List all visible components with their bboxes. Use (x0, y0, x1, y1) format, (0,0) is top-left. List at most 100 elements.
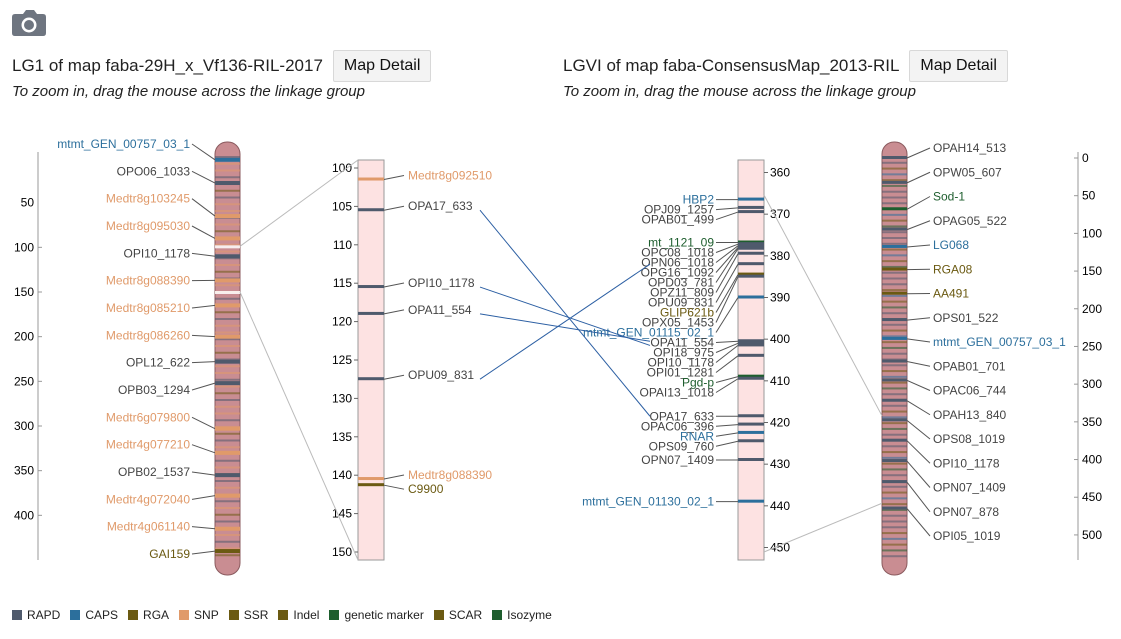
right-zoom-marker[interactable] (738, 205, 764, 209)
left-chrom-band (215, 196, 240, 199)
right-chrom-marker[interactable] (882, 267, 907, 271)
left-zoom-marker[interactable] (358, 477, 384, 481)
right-zoom-chromosome[interactable] (737, 159, 765, 561)
right-zoom-marker[interactable] (738, 353, 764, 357)
correspondence-line (479, 313, 651, 342)
left-zoom-marker[interactable] (358, 177, 384, 181)
right-zoom-marker[interactable] (738, 295, 764, 299)
left-zoom-chromosome[interactable] (357, 159, 385, 561)
legend-label: RAPD (27, 608, 61, 622)
left-chrom-marker[interactable] (215, 303, 240, 308)
left-chrom-marker-label: OPB03_1294 (118, 383, 190, 397)
right-zoom-marker[interactable] (738, 242, 764, 246)
right-chrom-axis-label: 200 (1082, 302, 1102, 316)
right-zoom-marker[interactable] (738, 272, 764, 276)
linkage-map-visualization[interactable]: 10015020025030035040050mtmt_GEN_00757_03… (0, 0, 1121, 600)
left-map-detail-button[interactable]: Map Detail (332, 50, 432, 82)
right-chrom-band (882, 202, 907, 205)
left-zoom-leader-line (383, 309, 405, 315)
right-zoom-leader-line (715, 340, 739, 343)
right-zoom-marker[interactable] (738, 341, 764, 345)
right-chrom-marker[interactable] (882, 459, 907, 463)
right-zoom-marker[interactable] (738, 210, 764, 214)
left-chrom-marker[interactable] (215, 493, 240, 498)
right-chrom-band (882, 237, 907, 239)
left-chrom-marker[interactable] (215, 278, 240, 283)
left-zoom-tick-label: 125 (332, 353, 352, 367)
right-zoom-marker[interactable] (738, 374, 764, 378)
right-zoom-marker[interactable] (738, 251, 764, 255)
right-zoom-marker[interactable] (738, 240, 764, 244)
left-chrom-leader-line (191, 334, 216, 338)
right-zoom-marker[interactable] (738, 243, 764, 247)
right-chrom-band (882, 491, 907, 494)
right-chrom-marker[interactable] (882, 227, 907, 231)
right-zoom-marker[interactable] (738, 343, 764, 347)
right-chrom-marker[interactable] (882, 336, 907, 340)
left-chrom-marker[interactable] (215, 181, 240, 186)
left-chrom-marker[interactable] (215, 214, 240, 219)
right-zoom-marker-label: OPA11_554 (650, 336, 714, 350)
left-zoom-marker-label: OPA17_633 (408, 199, 473, 213)
left-chrom-marker[interactable] (215, 526, 240, 531)
right-chrom-marker[interactable] (882, 438, 907, 442)
right-chrom-marker[interactable] (882, 244, 907, 248)
left-chrom-marker[interactable] (215, 426, 240, 431)
left-chrom-leader-line (191, 444, 216, 454)
right-zoom-marker[interactable] (738, 439, 764, 443)
legend-label: SNP (194, 608, 219, 622)
left-zoom-marker[interactable] (358, 208, 384, 212)
legend-swatch (12, 610, 22, 620)
left-chrom-marker-label: Medtr4g072040 (106, 492, 190, 506)
right-zoom-marker[interactable] (738, 197, 764, 201)
right-zoom-marker[interactable] (738, 414, 764, 418)
right-zoom-marker[interactable] (738, 430, 764, 434)
right-zoom-marker[interactable] (738, 376, 764, 380)
right-chrom-marker[interactable] (882, 318, 907, 322)
right-zoom-marker[interactable] (738, 262, 764, 266)
left-chrom-marker[interactable] (215, 334, 240, 339)
left-chrom-marker[interactable] (215, 254, 240, 259)
camera-icon[interactable] (12, 10, 46, 36)
left-chrom-marker[interactable] (215, 450, 240, 455)
right-zoom-marker[interactable] (738, 422, 764, 426)
right-chrom-marker[interactable] (882, 207, 907, 211)
legend-item: RAPD (12, 608, 60, 622)
left-chrom-marker-label: Medtr6g079800 (106, 410, 190, 424)
left-chrom-marker[interactable] (215, 236, 240, 241)
right-chrom-marker[interactable] (882, 359, 907, 363)
right-chrom-band (882, 341, 907, 344)
left-zoom-marker[interactable] (358, 285, 384, 289)
right-zoom-marker[interactable] (738, 246, 764, 250)
right-chrom-marker[interactable] (882, 378, 907, 382)
left-chrom-marker[interactable] (215, 157, 240, 162)
right-chrom-marker[interactable] (882, 418, 907, 422)
right-zoom-marker[interactable] (738, 458, 764, 461)
right-chrom-marker[interactable] (882, 156, 907, 159)
left-chrom-leader-line (191, 252, 216, 257)
right-zoom-marker-label: OPA17_633 (650, 409, 715, 423)
right-chrom-band (882, 485, 907, 488)
right-zoom-marker-label: OPC08_1018 (641, 246, 714, 260)
left-chrom-marker[interactable] (215, 549, 240, 554)
right-chrom-axis-label: 150 (1082, 264, 1102, 278)
left-chrom-band (215, 270, 240, 273)
right-chrom-axis-label: 100 (1082, 226, 1102, 240)
right-chrom-marker[interactable] (882, 398, 907, 402)
right-chrom-marker[interactable] (882, 291, 907, 295)
left-chrom-marker[interactable] (215, 381, 240, 386)
right-zoom-marker[interactable] (738, 339, 764, 343)
left-chrom-marker[interactable] (215, 359, 240, 364)
right-zoom-marker[interactable] (738, 499, 764, 503)
right-chrom-marker[interactable] (882, 180, 907, 184)
right-chrom-marker[interactable] (882, 480, 907, 484)
left-zoom-marker[interactable] (358, 377, 384, 381)
left-zoom-marker[interactable] (358, 483, 384, 487)
right-zoom-marker[interactable] (738, 274, 764, 278)
left-chrom-marker[interactable] (215, 473, 240, 478)
right-chrom-marker[interactable] (882, 506, 907, 510)
right-zoom-leader-line (715, 243, 739, 253)
right-zoom-marker-label: OPI10_1178 (648, 356, 715, 370)
left-zoom-marker[interactable] (358, 311, 384, 315)
right-map-detail-button[interactable]: Map Detail (909, 50, 1008, 82)
